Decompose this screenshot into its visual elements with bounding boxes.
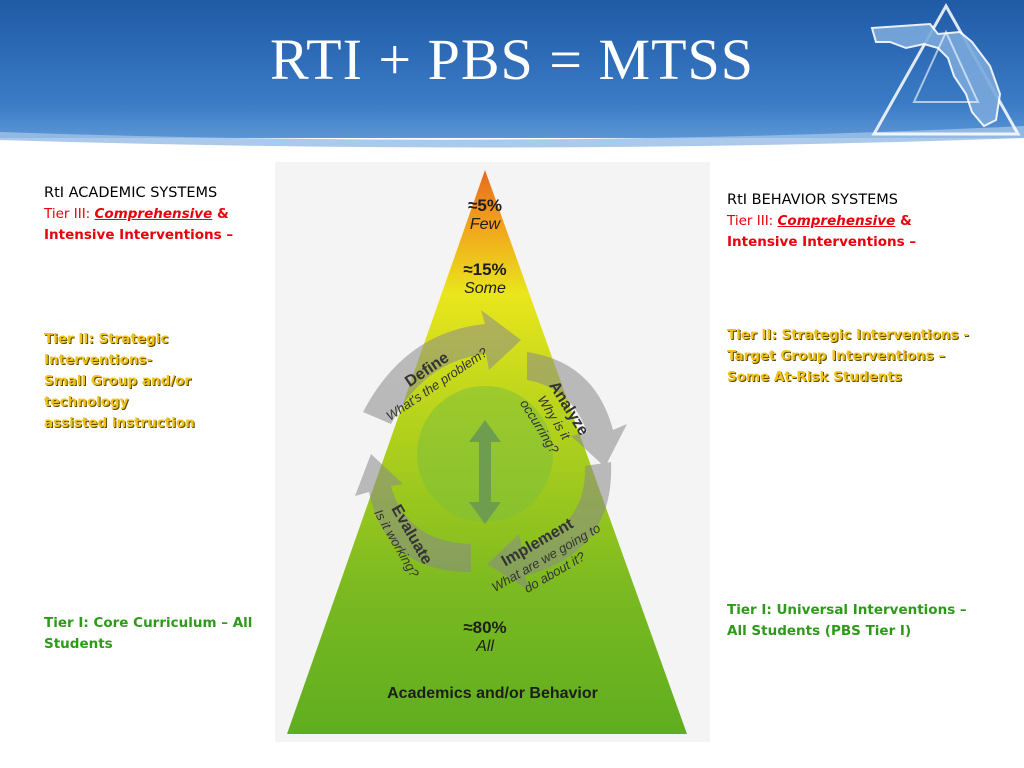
tier-few: ≈5% Few — [445, 196, 525, 234]
tier-all-label: All — [476, 638, 494, 655]
academic-heading: RtI ACADEMIC SYSTEMS — [44, 185, 218, 201]
academic-tier3-emphasis: Comprehensive — [94, 206, 213, 222]
implement-arrow — [487, 462, 612, 590]
behavior-tier2-line2: Target Group Interventions – — [727, 348, 946, 364]
define-arrow — [363, 310, 521, 424]
tier-all: ≈80% All — [440, 618, 530, 656]
behavior-tier2: Tier II: Strategic Interventions - Targe… — [727, 325, 1007, 388]
academic-tier2-line3: assisted instruction — [44, 415, 195, 431]
tier-few-percent: ≈5% — [468, 196, 502, 215]
behavior-tier3-amp: & — [895, 213, 912, 229]
tier-few-label: Few — [469, 216, 501, 233]
behavior-tier1: Tier I: Universal Interventions – All St… — [727, 600, 1007, 642]
behavior-tier2-line1: Tier II: Strategic Interventions - — [727, 327, 969, 343]
academic-tier2: Tier II: Strategic Interventions- Small … — [44, 329, 279, 434]
behavior-tier3-line2: Intensive Interventions – — [727, 234, 917, 250]
slide-title: RTI + PBS = MTSS — [269, 27, 755, 92]
double-arrow-icon — [469, 420, 501, 524]
behavior-tier1-line1: Tier I: Universal Interventions – — [727, 602, 967, 618]
academic-tier2-line1: Tier II: Strategic Interventions- — [44, 331, 169, 368]
evaluate-arrow — [355, 454, 471, 572]
behavior-tier3-emphasis: Comprehensive — [777, 213, 896, 229]
pyramid-base-label: Academics and/or Behavior — [387, 685, 598, 702]
analyze-arrow — [527, 352, 627, 467]
behavior-tier1-line2: All Students (PBS Tier I) — [727, 623, 912, 639]
tier-some-label: Some — [464, 280, 506, 297]
problem-solving-cycle — [355, 310, 627, 590]
academic-tier3-prefix: Tier III: — [44, 206, 95, 222]
behavior-tier2-line3: Some At-Risk Students — [727, 369, 902, 385]
academic-tier1-line1: Tier I: Core Curriculum – All — [44, 615, 253, 631]
academic-tier2-line2: Small Group and/or technology — [44, 373, 192, 410]
florida-triangle-logo-icon — [870, 2, 1021, 136]
tier-some: ≈15% Some — [440, 260, 530, 298]
academic-tier1: Tier I: Core Curriculum – All Students — [44, 613, 274, 655]
tier-some-percent: ≈15% — [463, 260, 507, 279]
behavior-tier3: Tier III: Comprehensive & Intensive Inte… — [727, 211, 997, 253]
behavior-heading: RtI BEHAVIOR SYSTEMS — [727, 192, 898, 208]
mtss-pyramid: ≈5% Few ≈15% Some ≈80% All Define What's… — [275, 162, 710, 742]
behavior-systems-column: RtI BEHAVIOR SYSTEMS Tier III: Comprehen… — [727, 190, 997, 253]
academic-systems-column: RtI ACADEMIC SYSTEMS Tier III: Comprehen… — [44, 183, 274, 246]
academic-tier3-line2: Intensive Interventions – — [44, 227, 234, 243]
behavior-tier3-prefix: Tier III: — [727, 213, 778, 229]
pyramid-graphic — [275, 162, 710, 742]
title-banner — [0, 0, 1024, 150]
academic-tier3-amp: & — [212, 206, 229, 222]
tier-all-percent: ≈80% — [463, 618, 507, 637]
academic-tier3: Tier III: Comprehensive & Intensive Inte… — [44, 204, 274, 246]
academic-tier1-line2: Students — [44, 636, 113, 652]
